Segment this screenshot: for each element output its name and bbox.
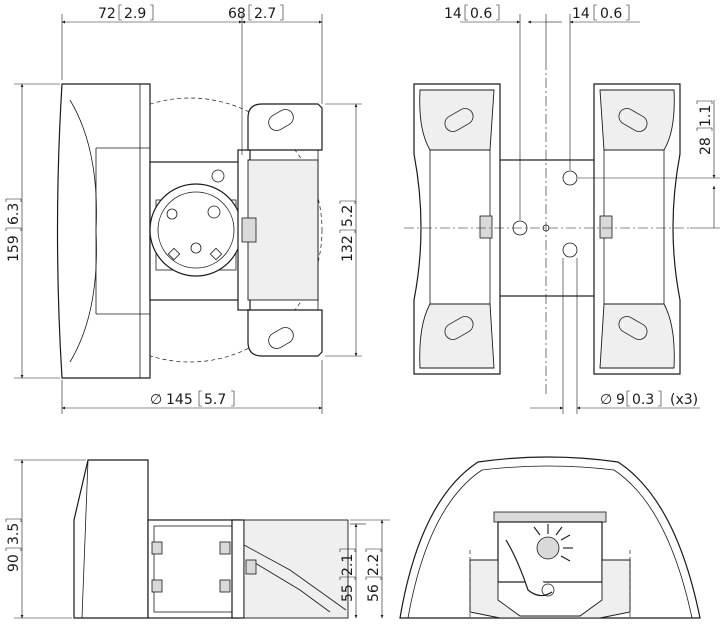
dim-hole-symbol: ∅ (600, 392, 612, 408)
dim-hole-count: (x3) (670, 392, 698, 408)
end-view (399, 456, 701, 619)
side-wedge (73, 459, 149, 619)
dim-28: 28 (698, 137, 714, 155)
dim-56: 56 (366, 584, 382, 602)
dim-145: 145 (166, 392, 193, 408)
dim-55-inch: 2.1 (340, 554, 356, 576)
side-bracket (231, 519, 245, 619)
rear-view (404, 60, 690, 396)
bracket-bolt (241, 217, 257, 243)
dim-9-inch: 0.3 (632, 392, 654, 408)
dim-68: 68 (228, 6, 246, 22)
rear-hole-bottom (562, 242, 578, 258)
dim-14-b: 14 (572, 6, 590, 22)
side-view (73, 459, 349, 619)
side-view-dimensions: 90 3.5 55 2.1 56 2.2 (5, 459, 390, 619)
dim-145-inch: 5.7 (204, 392, 226, 408)
front-view (56, 83, 323, 379)
wedge-body (56, 83, 151, 379)
side-plate (147, 519, 241, 619)
dim-159: 159 (6, 235, 22, 262)
dim-14-a-inch: 0.6 (470, 6, 492, 22)
dim-72-inch: 2.9 (124, 6, 146, 22)
dim-132: 132 (340, 235, 356, 262)
end-knob (536, 536, 560, 560)
dim-132-inch: 5.2 (340, 205, 356, 227)
dim-68-inch: 2.7 (254, 6, 276, 22)
dim-72: 72 (98, 6, 116, 22)
rear-right-column (593, 83, 681, 375)
front-view-dimensions: 72 2.9 68 2.7 159 6.3 132 5.2 ∅ 145 5.7 (5, 4, 362, 414)
end-top-bar (493, 511, 607, 523)
dim-14-a: 14 (444, 6, 462, 22)
dim-159-inch: 6.3 (6, 203, 22, 225)
end-bracket (469, 559, 631, 619)
rear-hole-top (562, 170, 578, 186)
bracket-ear-bottom (247, 309, 323, 357)
dim-55: 55 (340, 584, 356, 602)
rear-left-column (413, 83, 501, 375)
dim-14-b-inch: 0.6 (600, 6, 622, 22)
dim-90-inch: 3.5 (6, 523, 22, 545)
rotation-disc (149, 183, 243, 277)
dim-90: 90 (6, 554, 22, 572)
end-tick-marks (533, 524, 573, 562)
dim-56-inch: 2.2 (366, 554, 382, 576)
dim-diameter-symbol: ∅ (150, 392, 162, 408)
rear-view-dimensions: 14 0.6 14 0.6 28 1.1 ∅ 9 0.3 (x3) (444, 4, 720, 414)
dim-9: 9 (616, 392, 625, 408)
dim-28-inch: 1.1 (698, 105, 714, 127)
